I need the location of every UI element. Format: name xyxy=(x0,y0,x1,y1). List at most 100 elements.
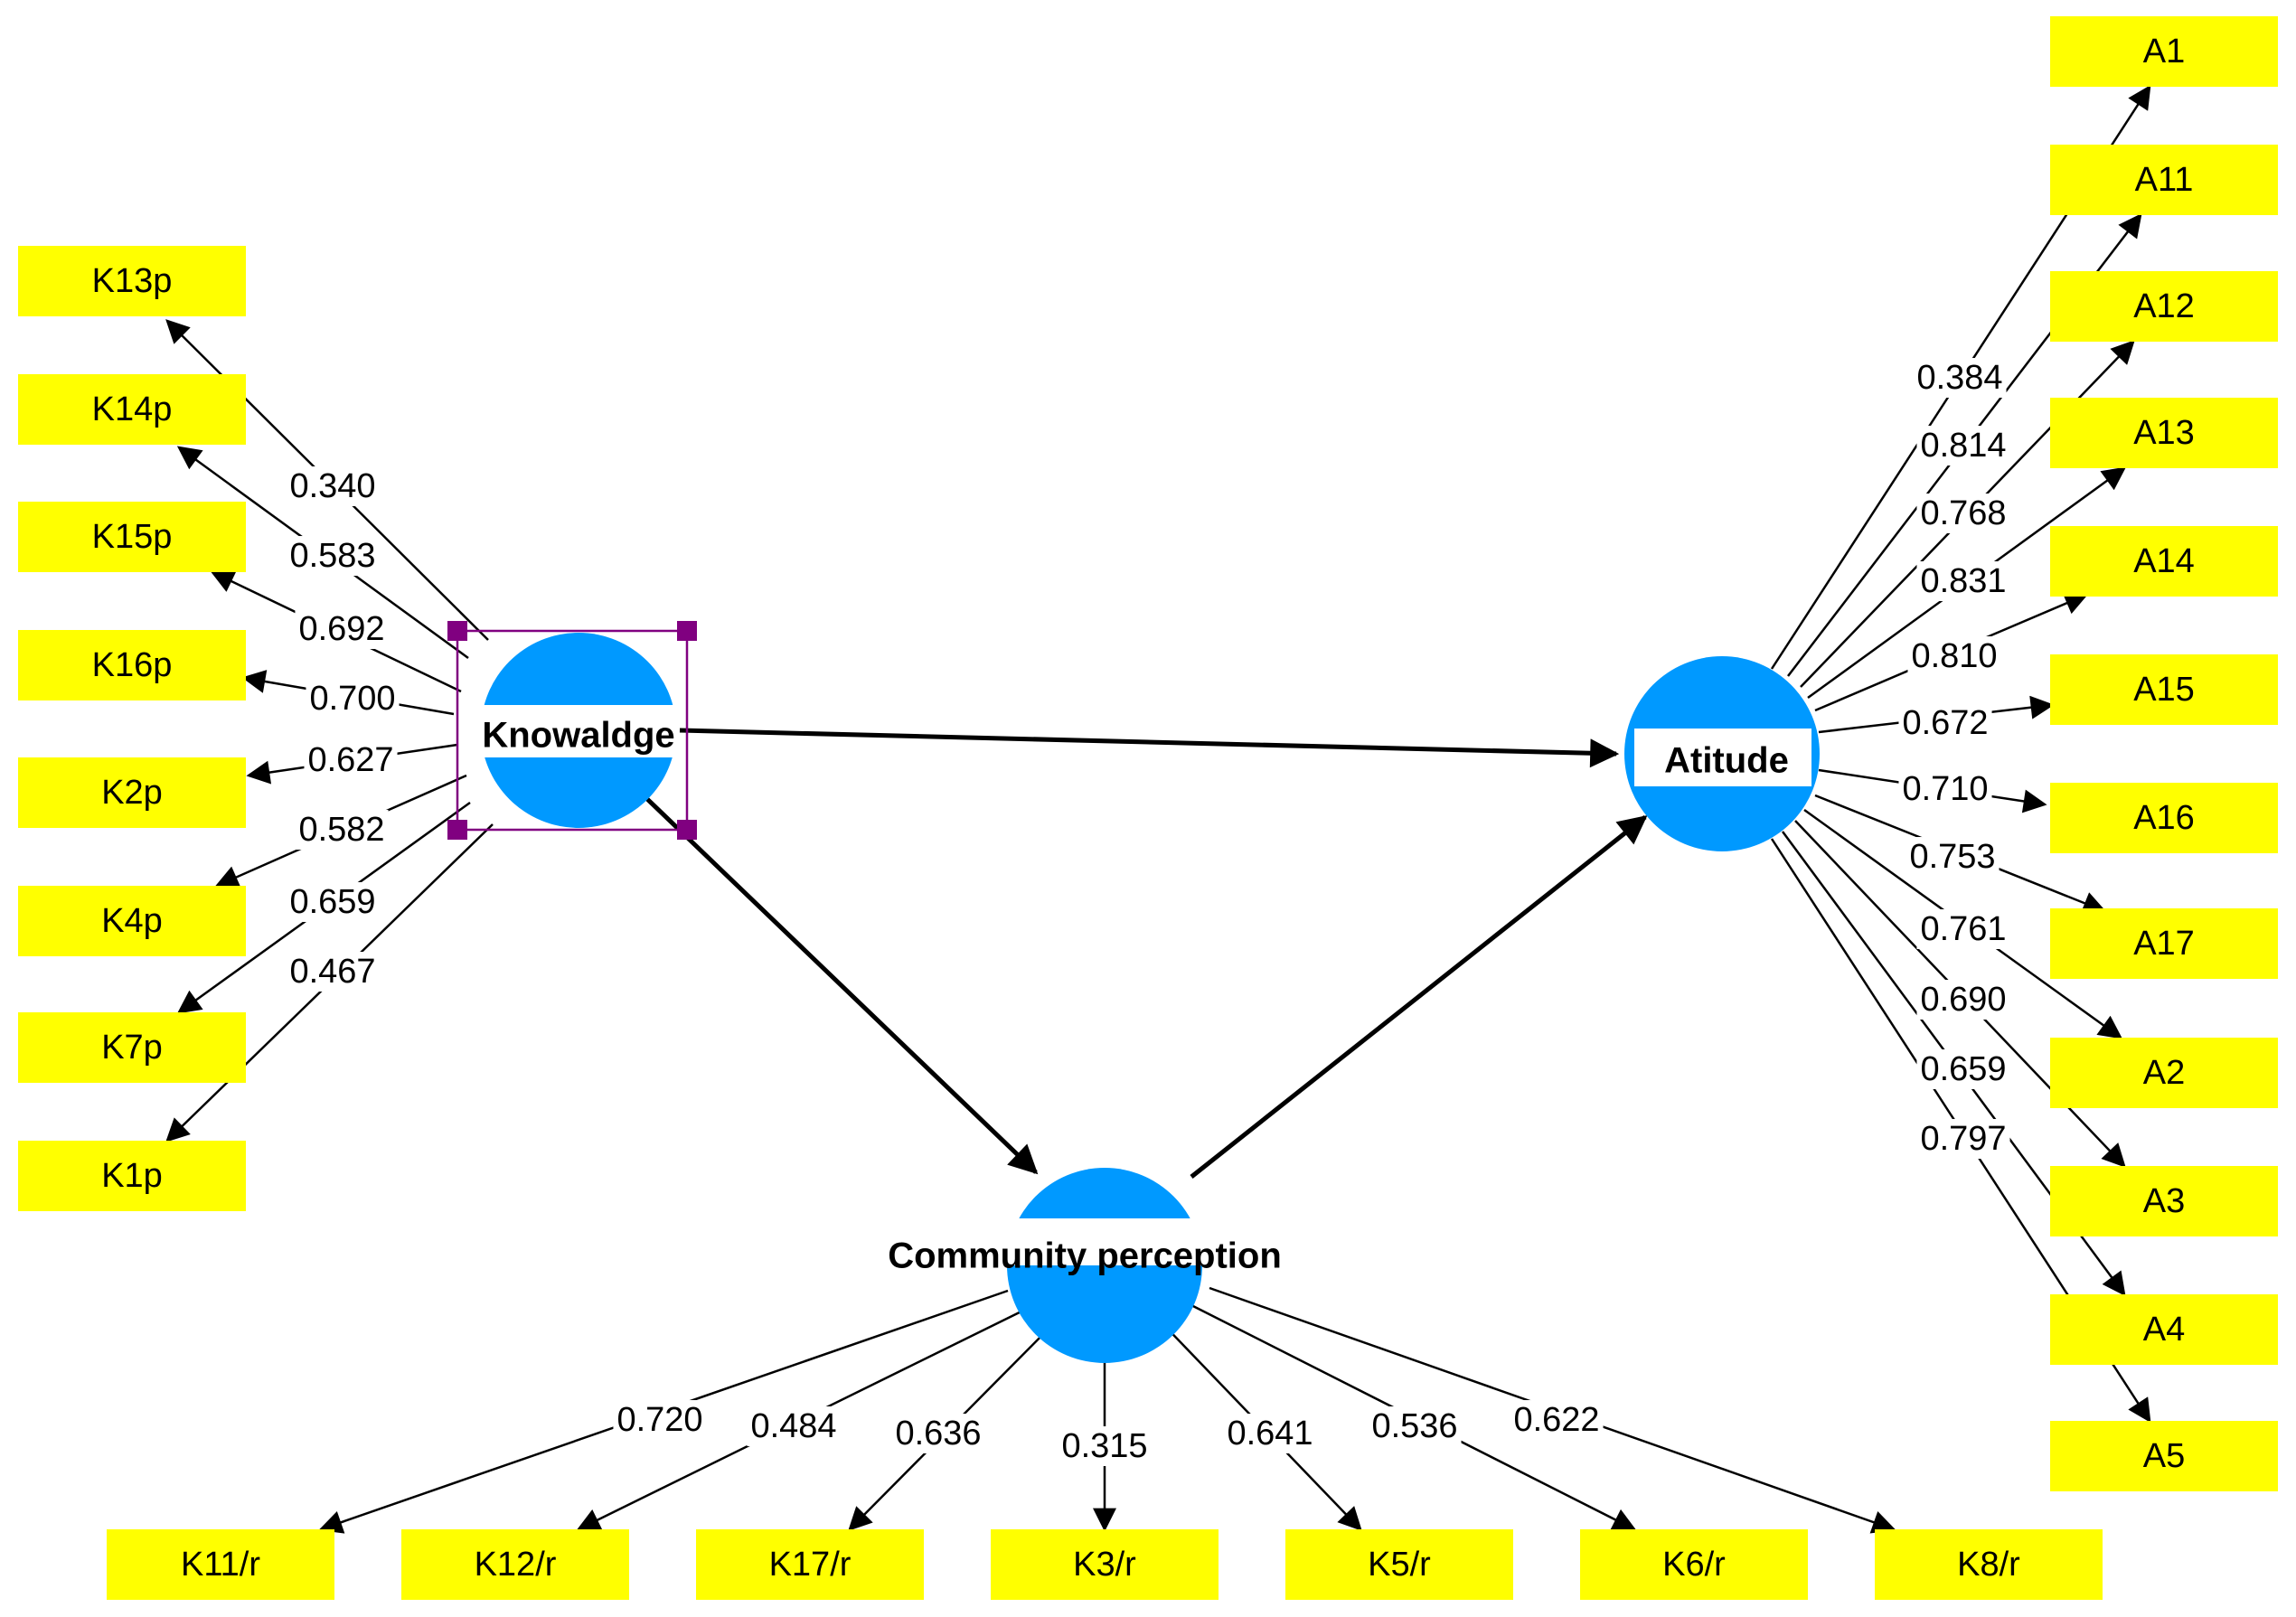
resize-handle[interactable] xyxy=(447,621,467,641)
path-knowledge-to-attitude[interactable] xyxy=(679,728,1620,768)
resize-handle[interactable] xyxy=(447,820,467,840)
loading-value-A17: 0.753 xyxy=(1909,838,1995,876)
indicator-A15[interactable]: A15 xyxy=(2050,654,2278,725)
indicator-label: A5 xyxy=(2143,1437,2185,1475)
loading-value-A12: 0.768 xyxy=(1920,494,2006,532)
indicator-box[interactable] xyxy=(107,1529,334,1600)
loading-value-A3: 0.690 xyxy=(1920,981,2006,1019)
loading-label-bg xyxy=(1368,1406,1462,1447)
indicator-box[interactable] xyxy=(696,1529,924,1600)
indicator-box[interactable] xyxy=(18,246,246,316)
indicator-A14[interactable]: A14 xyxy=(2050,526,2278,597)
path-knowledge-to-community[interactable] xyxy=(645,797,1039,1175)
loading-label-bg xyxy=(1916,561,2010,602)
latent-label: Knowaldge xyxy=(482,716,674,756)
indicator-K3/r[interactable]: K3/r xyxy=(991,1529,1219,1600)
indicator-K7p[interactable]: K7p xyxy=(18,1012,246,1083)
indicator-K15p[interactable]: K15p xyxy=(18,502,246,572)
indicator-A13[interactable]: A13 xyxy=(2050,398,2278,468)
indicator-box[interactable] xyxy=(1875,1529,2103,1600)
loading-label-bg xyxy=(1907,636,2001,677)
indicator-K6/r[interactable]: K6/r xyxy=(1580,1529,1808,1600)
latent-label: Atitude xyxy=(1664,741,1789,781)
indicator-K1p[interactable]: K1p xyxy=(18,1141,246,1211)
indicator-label: A15 xyxy=(2133,671,2195,709)
loading-label-bg xyxy=(295,609,389,650)
path-community-to-attitude[interactable] xyxy=(1190,815,1648,1179)
loading-label-bg xyxy=(286,882,380,923)
indicator-box[interactable] xyxy=(2050,654,2278,725)
indicator-K13p[interactable]: K13p xyxy=(18,246,246,316)
indicator-box[interactable] xyxy=(1285,1529,1513,1600)
loading-label-bg xyxy=(1510,1400,1604,1441)
indicator-K16p[interactable]: K16p xyxy=(18,630,246,700)
indicator-box[interactable] xyxy=(18,757,246,828)
indicator-label: K5/r xyxy=(1368,1546,1431,1584)
loading-value-K17/r: 0.636 xyxy=(895,1415,981,1452)
loading-value-K14p: 0.583 xyxy=(289,537,375,575)
indicator-label: K1p xyxy=(101,1157,163,1195)
indicator-box[interactable] xyxy=(18,502,246,572)
indicator-A12[interactable]: A12 xyxy=(2050,271,2278,342)
indicator-K2p[interactable]: K2p xyxy=(18,757,246,828)
indicator-box[interactable] xyxy=(18,630,246,700)
indicator-box[interactable] xyxy=(2050,1166,2278,1236)
indicator-K12/r[interactable]: K12/r xyxy=(401,1529,629,1600)
loading-value-A14: 0.810 xyxy=(1911,637,1997,675)
indicator-box[interactable] xyxy=(2050,271,2278,342)
indicator-box[interactable] xyxy=(2050,526,2278,597)
indicator-box[interactable] xyxy=(18,1012,246,1083)
indicator-K14p[interactable]: K14p xyxy=(18,374,246,445)
indicator-A11[interactable]: A11 xyxy=(2050,145,2278,215)
indicator-box[interactable] xyxy=(2050,783,2278,853)
loading-value-A13: 0.831 xyxy=(1920,562,2006,600)
indicator-box[interactable] xyxy=(991,1529,1219,1600)
latent-community[interactable]: Community perception xyxy=(888,1168,1282,1363)
loading-value-A5: 0.797 xyxy=(1920,1120,2006,1158)
indicator-box[interactable] xyxy=(2050,398,2278,468)
loading-value-A15: 0.672 xyxy=(1902,704,1988,742)
indicator-A2[interactable]: A2 xyxy=(2050,1038,2278,1108)
loading-label-bg xyxy=(1916,1119,2010,1160)
indicator-label: K17/r xyxy=(769,1546,852,1584)
indicator-box[interactable] xyxy=(1580,1529,1808,1600)
indicator-A16[interactable]: A16 xyxy=(2050,783,2278,853)
indicator-A3[interactable]: A3 xyxy=(2050,1166,2278,1236)
indicator-box[interactable] xyxy=(2050,1294,2278,1365)
indicator-box[interactable] xyxy=(2050,16,2278,87)
loading-value-K3/r: 0.315 xyxy=(1061,1427,1147,1465)
indicator-box[interactable] xyxy=(2050,908,2278,979)
loading-value-A1: 0.384 xyxy=(1916,359,2002,397)
indicator-label: K16p xyxy=(92,646,173,684)
indicator-label: K14p xyxy=(92,390,173,428)
indicator-K11/r[interactable]: K11/r xyxy=(107,1529,334,1600)
indicator-box[interactable] xyxy=(2050,1421,2278,1491)
indicator-A5[interactable]: A5 xyxy=(2050,1421,2278,1491)
indicator-label: K11/r xyxy=(181,1546,260,1584)
loading-label-bg xyxy=(295,810,389,851)
indicator-K8/r[interactable]: K8/r xyxy=(1875,1529,2103,1600)
indicator-box[interactable] xyxy=(401,1529,629,1600)
loading-label-bg xyxy=(1058,1426,1152,1467)
indicator-A17[interactable]: A17 xyxy=(2050,908,2278,979)
indicator-box[interactable] xyxy=(18,1141,246,1211)
indicator-K5/r[interactable]: K5/r xyxy=(1285,1529,1513,1600)
indicator-K17/r[interactable]: K17/r xyxy=(696,1529,924,1600)
loading-value-A11: 0.814 xyxy=(1920,427,2006,465)
indicator-label: K7p xyxy=(101,1029,163,1067)
indicator-box[interactable] xyxy=(18,374,246,445)
loading-value-A16: 0.710 xyxy=(1902,770,1988,808)
resize-handle[interactable] xyxy=(677,621,697,641)
latent-knowledge[interactable]: Knowaldge xyxy=(479,633,678,828)
resize-handle[interactable] xyxy=(677,820,697,840)
indicator-label: K8/r xyxy=(1957,1546,2020,1584)
loading-label-bg xyxy=(1223,1414,1317,1454)
indicator-box[interactable] xyxy=(2050,145,2278,215)
indicator-box[interactable] xyxy=(2050,1038,2278,1108)
indicator-box[interactable] xyxy=(18,886,246,956)
indicator-K4p[interactable]: K4p xyxy=(18,886,246,956)
indicator-A1[interactable]: A1 xyxy=(2050,16,2278,87)
loading-value-A4: 0.659 xyxy=(1920,1050,2006,1088)
latent-attitude[interactable]: Atitude xyxy=(1624,656,1820,851)
indicator-A4[interactable]: A4 xyxy=(2050,1294,2278,1365)
